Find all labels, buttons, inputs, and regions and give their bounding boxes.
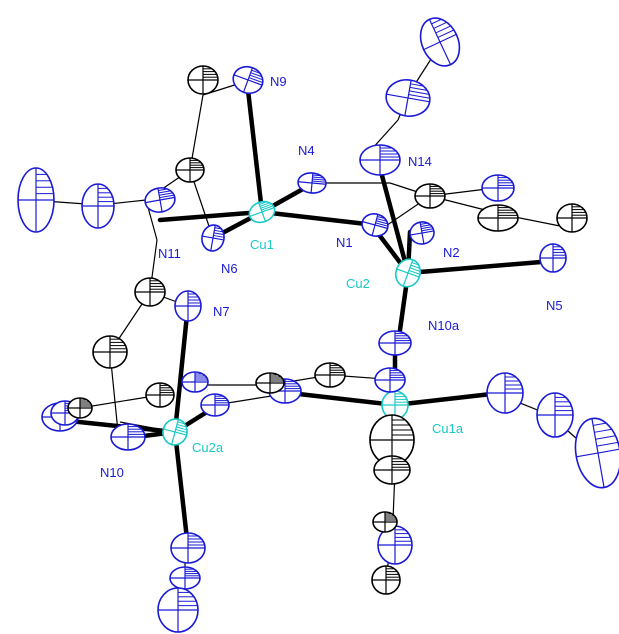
atom-n-bot4	[377, 525, 413, 565]
atom-labels: Cu1 Cu2 Cu1a Cu2a N1 N2 N4 N5 N6 N7 N9 N…	[100, 74, 563, 480]
atom-n-left2	[17, 167, 55, 233]
label-n5: N5	[546, 298, 563, 313]
atom-n10a	[378, 330, 412, 356]
atom-n5	[539, 243, 567, 273]
atom-c7	[556, 203, 588, 233]
atom-n-right1	[481, 174, 515, 202]
atom-c13	[372, 511, 398, 533]
atom-cu2	[394, 258, 422, 288]
atom-n-right2	[486, 372, 524, 414]
atom-n-mid2	[200, 393, 230, 417]
label-n6: N6	[221, 261, 238, 276]
atom-n10	[110, 423, 146, 451]
atom-c9	[255, 372, 285, 394]
atom-n-mid4	[374, 367, 406, 393]
label-n10: N10	[100, 465, 124, 480]
atom-n-top	[419, 17, 461, 67]
atom-n7	[174, 290, 202, 322]
atom-n14	[359, 144, 401, 176]
atom-cu1a	[381, 390, 409, 420]
atom-n6	[201, 224, 225, 252]
atom-n-bot1	[170, 532, 206, 564]
atom-n-bot2	[169, 566, 201, 590]
atom-n-right3	[536, 392, 574, 438]
thick-bonds	[57, 87, 556, 551]
atom-c1	[187, 65, 219, 95]
atom-n-bot3	[157, 587, 199, 633]
atom-n4	[297, 172, 327, 194]
label-cu2: Cu2	[346, 276, 370, 291]
atom-c14	[371, 565, 401, 595]
label-cu2a: Cu2a	[192, 440, 224, 455]
label-n10a: N10a	[428, 318, 460, 333]
atom-n9	[232, 65, 264, 95]
atom-c8	[314, 362, 346, 388]
atom-c3	[134, 277, 166, 307]
atom-c5	[477, 204, 519, 232]
atom-c12	[373, 455, 411, 485]
label-n4: N4	[298, 143, 315, 158]
thin-bonds	[29, 44, 596, 609]
atom-n-top2	[385, 79, 431, 117]
atom-cu1	[248, 200, 276, 224]
atom-n11	[144, 187, 176, 213]
label-n9: N9	[270, 74, 287, 89]
label-n11: N11	[158, 246, 181, 261]
atom-c4	[92, 335, 128, 369]
atom-n1	[361, 213, 389, 237]
atom-n2	[409, 221, 435, 245]
atom-ellipsoids	[17, 17, 619, 633]
label-cu1: Cu1	[250, 237, 274, 252]
atom-c2	[175, 157, 205, 183]
atom-c6	[414, 183, 446, 209]
atom-n-mid3	[181, 371, 209, 393]
label-n7: N7	[213, 304, 230, 319]
atom-cu2a	[162, 418, 188, 446]
atom-n-right4	[574, 417, 619, 489]
label-n2: N2	[443, 245, 460, 260]
label-n1: N1	[336, 235, 353, 250]
atom-c10	[145, 382, 175, 408]
label-cu1a: Cu1a	[432, 421, 464, 436]
label-n14: N14	[408, 154, 432, 169]
atom-c15	[67, 397, 93, 419]
atom-n-left1	[81, 183, 115, 229]
